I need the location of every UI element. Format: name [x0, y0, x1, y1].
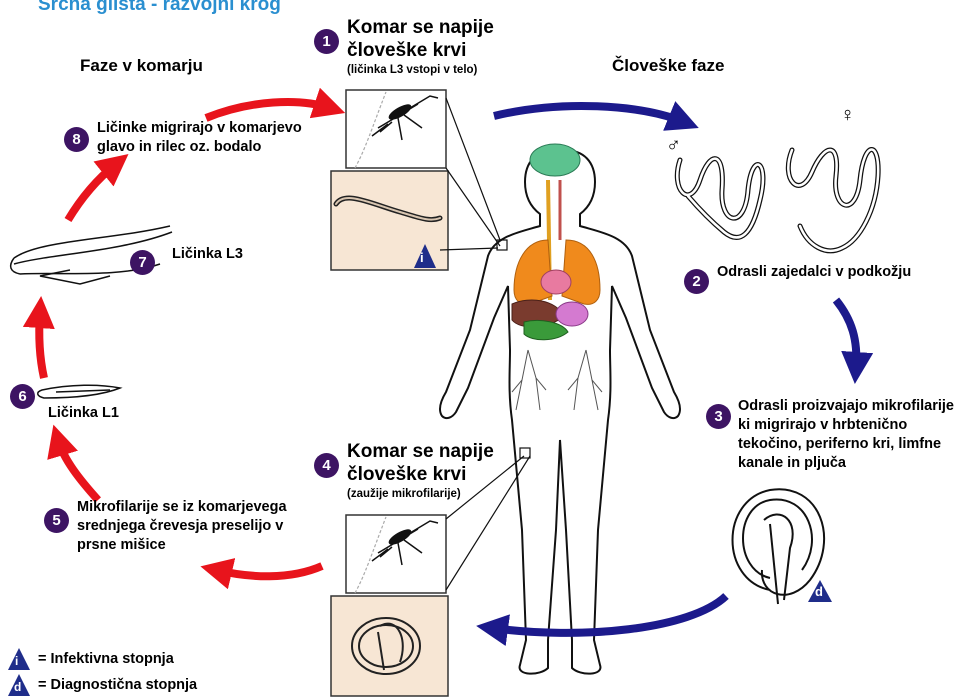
step-5-number: 5: [44, 508, 69, 533]
step-4-line-2: človeške krvi: [347, 463, 466, 486]
arrow-3-to-4: [492, 596, 726, 633]
step-5-line-3: prsne mišice: [77, 536, 166, 555]
stomach: [556, 302, 588, 326]
step-1-note: (ličinka L3 vstopi v telo): [347, 64, 477, 76]
step-3-number: 3: [706, 404, 731, 429]
step-4-number: 4: [314, 453, 339, 478]
step-8-number: 8: [64, 127, 89, 152]
mosquito-panel-top: [346, 90, 446, 168]
step-3-line-3: tekočino, periferno kri, limfne: [738, 435, 941, 454]
step-5-line-2: srednjega črevesja preselijo v: [77, 517, 283, 536]
step-7-number: 7: [130, 250, 155, 275]
mosquito-panel-bottom: [346, 515, 446, 593]
legend-infective-triangle: [8, 648, 30, 670]
step-3-line-1: Odrasli proizvajajo mikrofilarije: [738, 397, 954, 416]
step-1-line-1: Komar se napije: [347, 16, 494, 39]
arrow-8-to-1: [206, 102, 330, 118]
arrow-6-to-7: [39, 312, 44, 378]
step-6-number: 6: [10, 384, 35, 409]
microfilaria-large: [733, 489, 825, 604]
step-2-text: Odrasli zajedalci v podkožju: [717, 263, 911, 282]
infective-stage-letter: i: [420, 250, 424, 265]
male-symbol: ♂: [666, 134, 681, 157]
female-symbol: ♀: [840, 104, 855, 127]
step-2-number: 2: [684, 269, 709, 294]
step-3-line-4: kanale in pljuča: [738, 454, 846, 473]
legend-diagnostic-letter: d: [14, 680, 21, 694]
step-7-text: Ličinka L3: [172, 245, 243, 264]
step-8-line-2: glavo in rilec oz. bodalo: [97, 138, 261, 157]
legend-diagnostic-text: = Diagnostična stopnja: [38, 676, 197, 695]
connector-top: [440, 98, 500, 250]
arrow-1-to-2: [494, 106, 684, 122]
step-4-line-1: Komar se napije: [347, 440, 494, 463]
diagnostic-stage-letter: d: [815, 584, 823, 599]
arrow-5-to-6: [58, 440, 98, 500]
arrow-2-to-3: [836, 300, 856, 368]
step-8-line-1: Ličinke migrirajo v komarjevo: [97, 119, 302, 138]
step-4-note: (zaužije mikrofilarije): [347, 488, 461, 500]
step-6-text: Ličinka L1: [48, 404, 119, 423]
step-5-line-1: Mikrofilarije se iz komarjevega: [77, 498, 287, 517]
step-1-number: 1: [314, 29, 339, 54]
lung-right: [562, 240, 600, 304]
arrow-4-to-5: [216, 566, 322, 576]
l1-larva: [38, 385, 120, 398]
brain: [530, 144, 580, 176]
lung-left: [514, 240, 552, 304]
arrow-7-to-8: [68, 164, 116, 220]
microfilaria-panel-bottom: [331, 596, 448, 696]
legend-infective-text: = Infektivna stopnja: [38, 650, 174, 669]
step-1-line-2: človeške krvi: [347, 39, 466, 62]
legend-infective-letter: i: [15, 654, 18, 668]
heart: [541, 270, 571, 294]
step-3-line-2: ki migrirajo v hrbtenično: [738, 416, 907, 435]
lymph-vessels: [512, 350, 602, 410]
